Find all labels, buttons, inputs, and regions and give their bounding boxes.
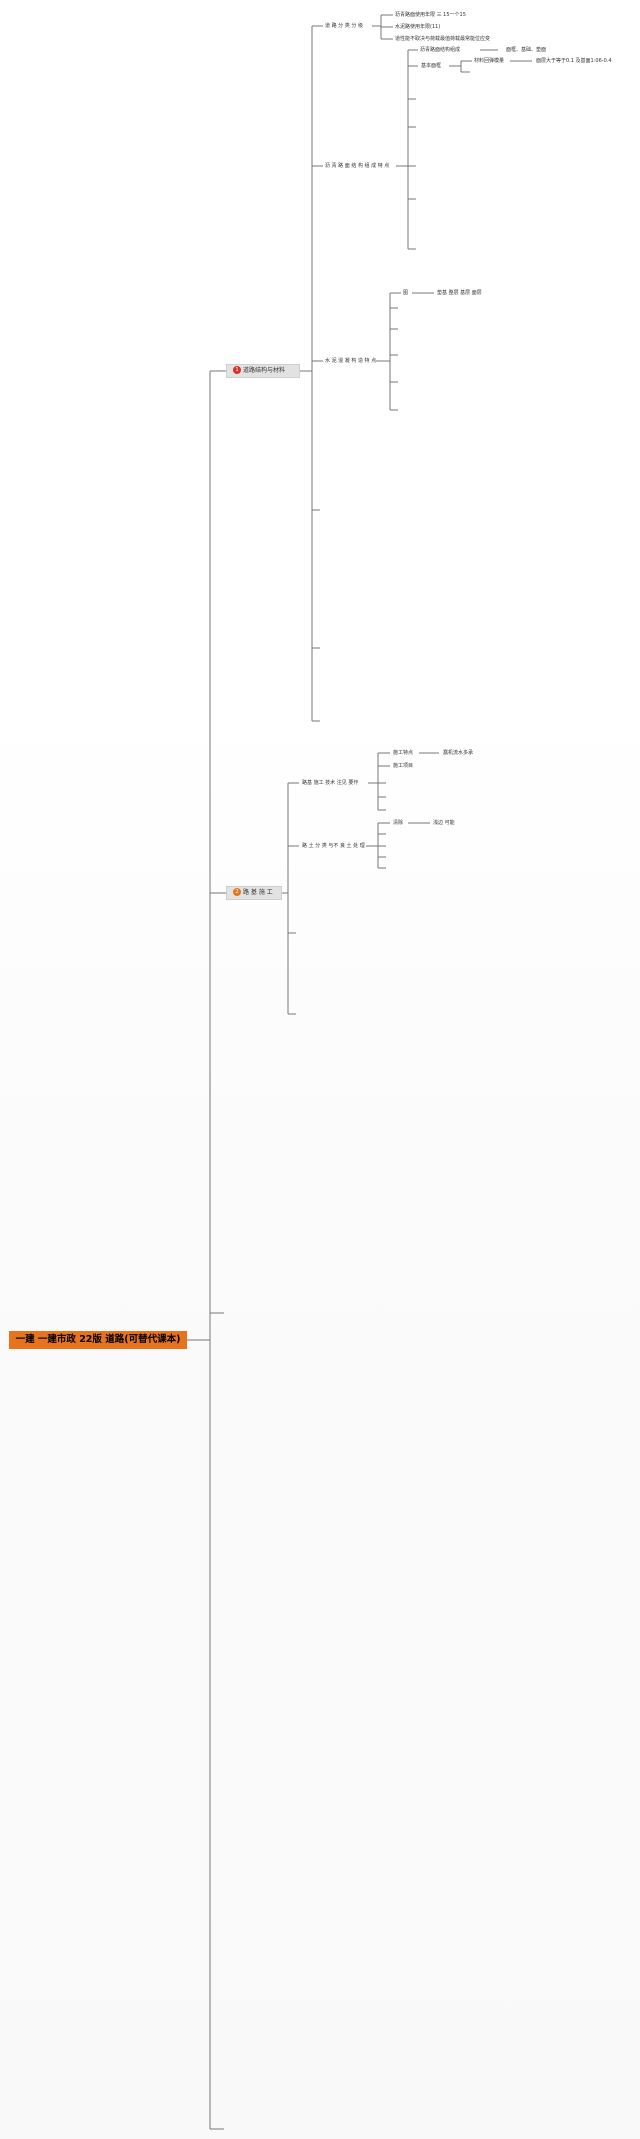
leaf-asphalt-service-life[interactable]: 沥青路面使用年限 三 15一个15 <box>395 12 466 18</box>
node-material-modulus[interactable]: 材料回弹模量 <box>474 58 505 64</box>
branch-label: 道路结构与材料 <box>243 367 286 374</box>
branch-label: 路 基 施 工 <box>243 889 273 896</box>
leaf-construction-items[interactable]: 施工项目 <box>393 763 414 769</box>
node-soil-classification[interactable]: 路 土 分 类 与不 良 土 处 理 <box>302 843 365 849</box>
leaf-modulus-value[interactable]: 面层大于等于0.1 及基面1:06-0.4 <box>536 58 612 64</box>
node-construction-technique[interactable]: 路基 施工 技术 注见 要作 <box>302 780 359 786</box>
leaf-cement-service-life[interactable]: 水泥路使用年限(11) <box>395 24 441 30</box>
node-road-classification[interactable]: 道 路 分 类 分 级 <box>325 23 363 29</box>
background <box>0 700 640 2139</box>
root-node[interactable]: 一建 一建市政 22版 道路(可替代课本) <box>9 1331 187 1349</box>
node-cement-figure[interactable]: 图 <box>403 290 409 296</box>
leaf-composition-layers[interactable]: 面框、基础、垫面 <box>506 47 547 53</box>
node-basic-surface[interactable]: 基本面框 <box>421 63 442 69</box>
node-asphalt-composition[interactable]: 沥青路面结构组成 <box>420 47 461 53</box>
node-construction-points[interactable]: 施工特点 <box>393 750 414 756</box>
leaf-cement-layers[interactable]: 垫基 整层 基层 面层 <box>437 290 482 296</box>
leaf-construction-flow[interactable]: 露机流水多承 <box>443 750 474 756</box>
leaf-road-performance[interactable]: 道性能不取决与荷载最值荷载最常能位应变 <box>395 36 491 42</box>
node-asphalt-structure[interactable]: 沥 青 路 面 结 构 组 成 特 点 <box>325 163 390 169</box>
node-soil-removal[interactable]: 清除 <box>393 820 404 826</box>
node-cement-structure[interactable]: 水 泥 混 凝 构 造 特 点 <box>325 358 377 364</box>
priority-badge-1: 1 <box>233 365 241 374</box>
priority-badge-2: 2 <box>233 887 241 896</box>
leaf-soil-removal-value[interactable]: 浅边 可能 <box>433 820 455 826</box>
